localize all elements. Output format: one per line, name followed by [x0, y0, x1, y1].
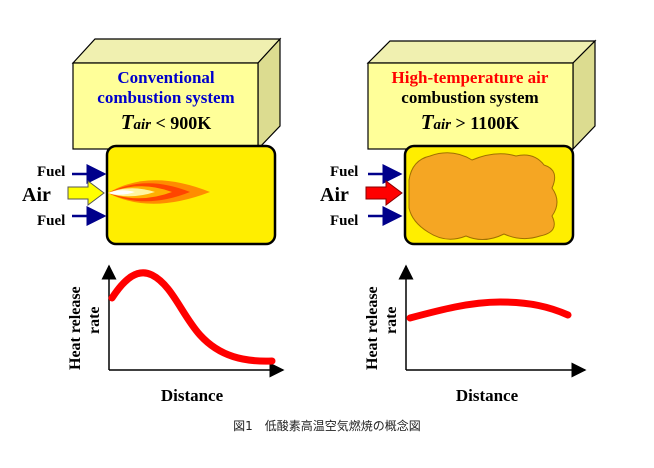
left-y-label-line2: rate: [86, 306, 103, 334]
left-t-condition: Tair < 900K: [121, 110, 212, 134]
left-title-box: Conventional combustion system Tair < 90…: [71, 37, 282, 151]
left-t-symbol: T: [121, 110, 135, 134]
left-t-subscript: air: [134, 117, 152, 133]
left-x-label: Distance: [161, 386, 224, 405]
right-y-label: Heat release rate: [364, 282, 400, 370]
right-air-label: Air: [320, 184, 349, 206]
right-title-line1: High-temperature air: [392, 68, 549, 87]
right-y-label-line2: rate: [383, 306, 400, 334]
left-panel: Conventional combustion system Tair < 90…: [22, 37, 285, 405]
left-fuel-bottom-label: Fuel: [37, 213, 65, 229]
right-t-value: > 1100K: [451, 113, 519, 133]
left-y-label: Heat release rate: [67, 282, 103, 370]
right-title-line2: combustion system: [401, 88, 538, 107]
right-fuel-bottom-label: Fuel: [330, 213, 358, 229]
right-fuel-top-label: Fuel: [330, 164, 358, 180]
figure-caption: 図1 低酸素高温空気燃焼の概念図: [233, 419, 421, 433]
right-air-arrow-icon: [365, 180, 403, 206]
left-flame: [108, 180, 210, 204]
left-title-line2: combustion system: [97, 88, 234, 107]
left-y-label-line1: Heat release: [67, 286, 84, 370]
left-t-value: < 900K: [151, 113, 211, 133]
left-air-arrow-icon: [67, 180, 105, 206]
left-heat-release-chart: Heat release rate Distance: [67, 264, 285, 405]
left-title-line1: Conventional: [117, 68, 215, 87]
right-flame-zone: [408, 152, 558, 240]
right-y-label-line1: Heat release: [364, 286, 381, 370]
right-heat-release-chart: Heat release rate Distance: [364, 264, 587, 405]
right-title-box: High-temperature air combustion system T…: [366, 39, 597, 151]
right-t-symbol: T: [421, 110, 435, 134]
right-panel: High-temperature air combustion system T…: [320, 39, 597, 405]
right-heat-release-curve: [406, 298, 572, 322]
left-fuel-top-label: Fuel: [37, 164, 65, 180]
left-heat-release-curve: [108, 269, 276, 365]
right-t-subscript: air: [434, 117, 452, 133]
right-t-condition: Tair > 1100K: [421, 110, 520, 134]
right-x-label: Distance: [456, 386, 519, 405]
left-air-label: Air: [22, 184, 51, 206]
